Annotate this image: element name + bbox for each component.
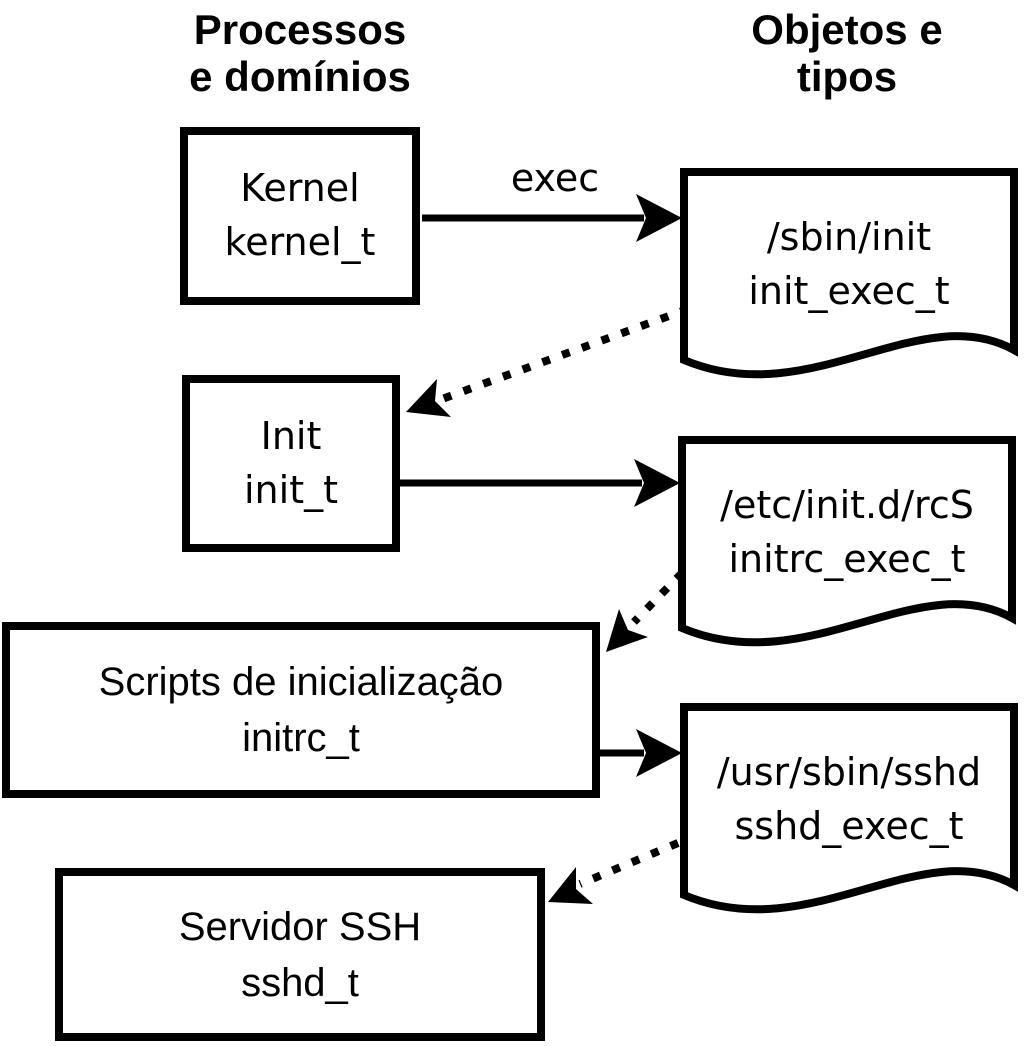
solid-arrow-init-to-initrc-exec <box>398 459 680 507</box>
object-path: /sbin/init <box>766 215 932 260</box>
process-label: Scripts de inicialização <box>98 660 504 704</box>
arrowhead-icon <box>634 459 680 507</box>
process-box-init: Init init_t <box>182 375 400 552</box>
object-doc-init-exec: /sbin/init init_exec_t <box>680 168 1018 392</box>
arrowhead-icon <box>636 194 682 242</box>
dotted-arrow-line <box>631 570 685 625</box>
solid-arrow-initrc-to-sshd-exec <box>598 729 682 777</box>
process-box-initrc: Scripts de inicialização initrc_t <box>2 622 600 798</box>
dotted-arrow-line <box>578 839 680 888</box>
process-type: sshd_t <box>241 960 359 1005</box>
document-shape-icon <box>680 168 1018 379</box>
process-label: Init <box>260 413 322 458</box>
process-box-kernel: Kernel kernel_t <box>180 127 420 305</box>
document-shape-icon <box>680 703 1018 914</box>
exec-arrow-label: exec <box>510 156 600 200</box>
dotted-transition-arrow-sshdexec-to-sshd <box>548 839 680 904</box>
process-type: initrc_t <box>242 716 360 760</box>
arrowhead-icon <box>636 729 682 777</box>
object-doc-initrc-exec: /etc/init.d/rcS initrc_exec_t <box>678 436 1016 660</box>
object-path: /etc/init.d/rcS <box>720 483 974 528</box>
column-header-processes: Processos e domínios <box>189 6 411 101</box>
column-header-objects: Objetos e tipos <box>751 6 943 101</box>
dotted-transition-arrow-initrcexec-to-initrc <box>606 570 685 652</box>
arrowhead-icon <box>548 867 593 904</box>
object-doc-sshd-exec: /usr/sbin/sshd sshd_exec_t <box>680 703 1018 927</box>
solid-arrow-kernel-to-init-exec <box>422 194 682 242</box>
arrowhead-icon <box>606 609 648 652</box>
process-label: Servidor SSH <box>178 904 422 949</box>
object-type: sshd_exec_t <box>734 804 964 848</box>
arrowhead-icon <box>406 379 451 417</box>
process-type: kernel_t <box>224 220 376 264</box>
process-label: Kernel <box>240 166 360 211</box>
document-shape-icon <box>678 436 1016 647</box>
process-box-sshd: Servidor SSH sshd_t <box>55 868 545 1041</box>
object-type: initrc_exec_t <box>728 537 966 581</box>
dotted-arrow-line <box>440 305 690 403</box>
object-path: /usr/sbin/sshd <box>716 750 982 795</box>
object-type: init_exec_t <box>748 269 950 313</box>
dotted-transition-arrow-initexec-to-init <box>406 305 690 417</box>
process-type: init_t <box>244 467 338 512</box>
